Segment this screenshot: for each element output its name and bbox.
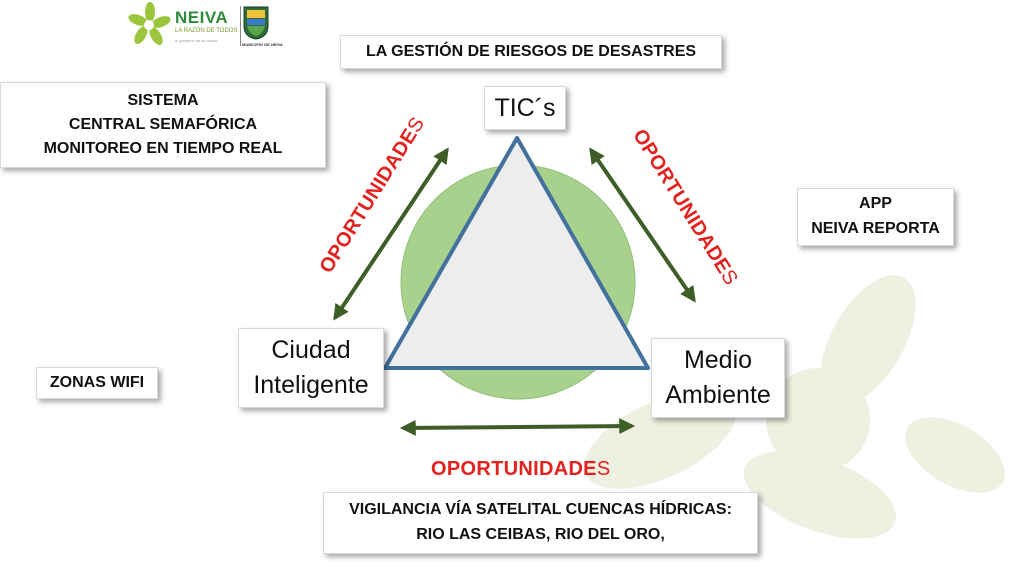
box-zonas-wifi: ZONAS WIFI [36, 367, 158, 399]
semaforica-line-1: SISTEMA [127, 92, 199, 109]
flower-logo-icon [128, 2, 171, 46]
node-right-line-1: Medio [683, 346, 753, 374]
node-left-line-1: Ciudad [271, 336, 351, 364]
opp-bottom-tail: S [596, 458, 611, 480]
box-vigilancia-satelital: VIGILANCIA VÍA SATELITAL CUENCAS HÍDRICA… [323, 492, 758, 554]
node-tics: TIC´s [484, 86, 566, 130]
arrow-left [333, 147, 449, 321]
node-left-line-2: Inteligente [253, 371, 369, 399]
municipal-crest-icon [243, 6, 269, 40]
semaforica-line-3: MONITOREO EN TIEMPO REAL [43, 140, 283, 157]
header-title: LA GESTIÓN DE RIESGOS DE DESASTRES [365, 42, 697, 60]
node-ciudad-inteligente: Ciudad Inteligente [238, 328, 384, 408]
box-central-semaforica: SISTEMA CENTRAL SEMAFÓRICA MONITOREO EN … [0, 82, 326, 168]
satelital-line-2: RIO LAS CEIBAS, RIO DEL ORO, [416, 526, 665, 543]
node-right-line-2: Ambiente [665, 381, 771, 409]
header-title-box: LA GESTIÓN DE RIESGOS DE DESASTRES [340, 35, 722, 69]
crest-label: MUNICIPIO DE NEIVA [242, 42, 283, 47]
app-line-1: APP [859, 195, 892, 213]
semaforica-line-2: CENTRAL SEMAFÓRICA [68, 116, 258, 133]
satelital-line-1: VIGILANCIA VÍA SATELITAL CUENCAS HÍDRICA… [349, 501, 732, 519]
node-tics-label: TIC´s [494, 93, 556, 122]
neiva-logo: NEIVA LA RAZÓN DE TODOS el gobierno de l… [128, 2, 283, 54]
arrow-right [589, 147, 696, 303]
arrow-bottom [399, 418, 636, 436]
logo-subtag: el gobierno de la ciudad [175, 38, 218, 43]
wifi-label: ZONAS WIFI [49, 373, 145, 391]
opp-bottom-main: OPORTUNIDADE [431, 458, 597, 480]
logo-divider [240, 6, 241, 46]
app-line-2: NEIVA REPORTA [811, 220, 940, 237]
logo-tagline: LA RAZÓN DE TODOS [175, 28, 238, 34]
box-app-neiva-reporta: APP NEIVA REPORTA [797, 188, 954, 246]
opportunity-label-bottom: OPORTUNIDADES [431, 458, 610, 481]
logo-brand: NEIVA [175, 8, 229, 27]
center-triangle [383, 136, 650, 370]
node-medio-ambiente: Medio Ambiente [651, 338, 785, 418]
